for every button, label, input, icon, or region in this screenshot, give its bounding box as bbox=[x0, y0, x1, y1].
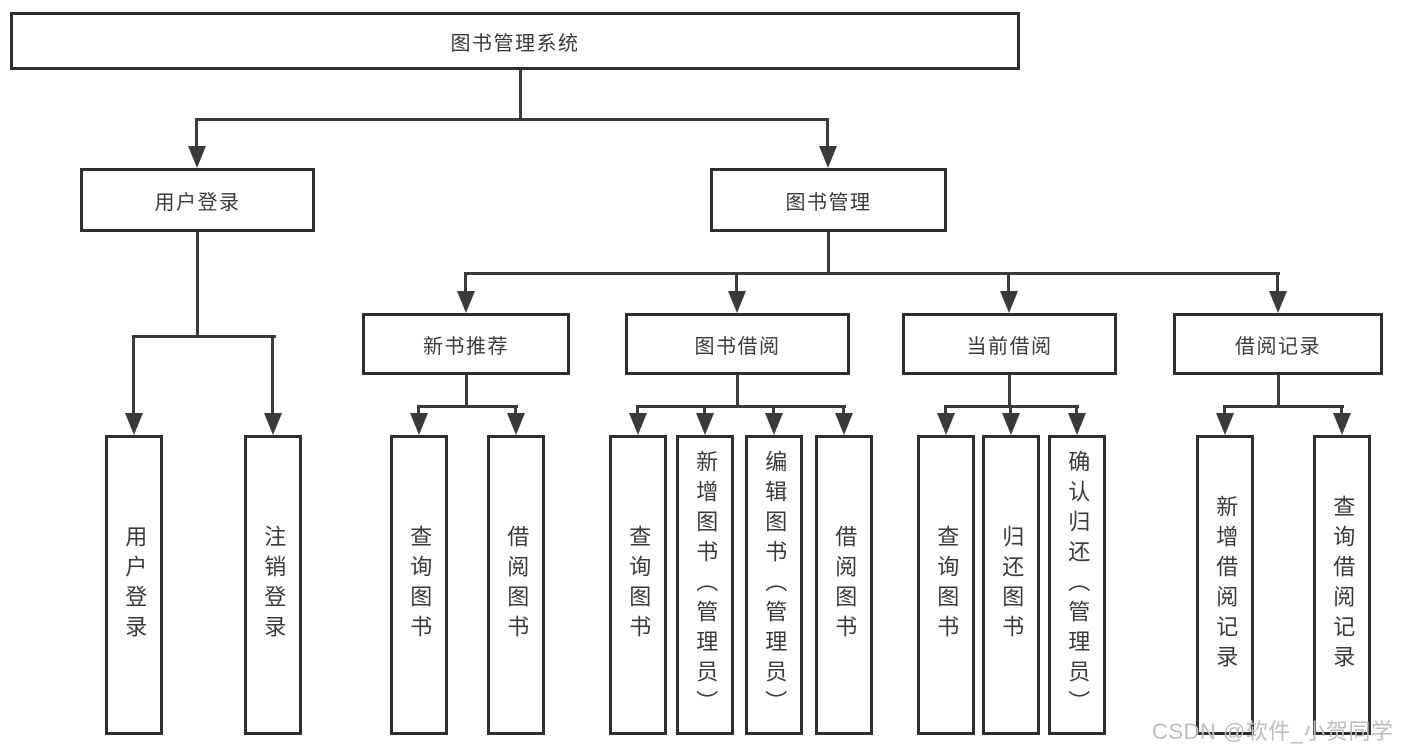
arrow-down-icon bbox=[728, 272, 746, 313]
leaf-label: 编辑图书（管理员） bbox=[762, 450, 788, 720]
leaf-label: 查询图书 bbox=[407, 525, 433, 645]
arrow-down-icon bbox=[937, 405, 955, 435]
arrow-down-icon bbox=[410, 405, 428, 435]
connector-bb-bus bbox=[638, 405, 846, 408]
connector-nbr-bus bbox=[419, 405, 518, 408]
arrow-down-icon bbox=[696, 405, 714, 435]
arrow-down-icon bbox=[1068, 405, 1086, 435]
leaf-label: 注销登录 bbox=[261, 525, 287, 645]
leaf-label: 查询图书 bbox=[626, 525, 652, 645]
connector-cb-bus bbox=[946, 405, 1079, 408]
leaf-label: 确认归还（管理员） bbox=[1065, 450, 1091, 720]
leaf-br-query-record: 查询借阅记录 bbox=[1313, 435, 1371, 735]
leaf-label: 查询图书 bbox=[934, 525, 960, 645]
leaf-label: 用户登录 bbox=[122, 525, 148, 645]
leaf-bb-query-books: 查询图书 bbox=[609, 435, 667, 735]
leaf-label: 新增图书（管理员） bbox=[693, 450, 719, 720]
connector-cb-drop bbox=[1008, 375, 1011, 408]
leaf-label: 归还图书 bbox=[999, 525, 1025, 645]
node-root: 图书管理系统 bbox=[10, 12, 1020, 70]
arrow-down-icon bbox=[765, 405, 783, 435]
connector-root-drop bbox=[519, 70, 522, 120]
csdn-watermark: CSDN @软件_小贺同学 bbox=[1152, 719, 1394, 744]
leaf-label: 借阅图书 bbox=[832, 525, 858, 645]
leaf-bb-edit-books-admin: 编辑图书（管理员） bbox=[745, 435, 803, 735]
connector-book-mgmt-drop bbox=[827, 232, 830, 275]
node-user-login: 用户登录 bbox=[80, 168, 315, 232]
leaf-label: 借阅图书 bbox=[504, 525, 530, 645]
connector-level2-bus bbox=[197, 118, 829, 121]
leaf-bb-borrow-books: 借阅图书 bbox=[815, 435, 873, 735]
arrow-down-icon bbox=[507, 405, 525, 435]
arrow-down-icon bbox=[1333, 405, 1351, 435]
arrow-down-icon bbox=[1000, 272, 1018, 313]
connector-nbr-drop bbox=[465, 375, 468, 408]
arrow-down-icon bbox=[1002, 405, 1020, 435]
leaf-cb-return-books: 归还图书 bbox=[982, 435, 1040, 735]
connector-bb-drop bbox=[736, 375, 739, 408]
leaf-nbr-query-books: 查询图书 bbox=[390, 435, 448, 735]
connector-user-login-drop bbox=[196, 232, 199, 338]
leaf-cb-confirm-return-admin: 确认归还（管理员） bbox=[1048, 435, 1106, 735]
node-book-management: 图书管理 bbox=[710, 168, 947, 232]
leaf-nbr-borrow-books: 借阅图书 bbox=[487, 435, 545, 735]
node-new-book-recommend: 新书推荐 bbox=[362, 313, 570, 375]
arrow-down-icon bbox=[629, 405, 647, 435]
arrow-down-icon bbox=[125, 335, 143, 435]
node-current-borrow: 当前借阅 bbox=[902, 313, 1117, 375]
leaf-user-login: 用户登录 bbox=[105, 435, 163, 735]
arrow-down-icon bbox=[1216, 405, 1234, 435]
arrow-down-icon bbox=[457, 272, 475, 313]
connector-br-bus bbox=[1225, 405, 1344, 408]
arrow-down-icon bbox=[819, 118, 837, 168]
arrow-down-icon bbox=[1269, 272, 1287, 313]
connector-user-login-bus bbox=[134, 335, 276, 338]
leaf-label: 查询借阅记录 bbox=[1330, 495, 1356, 675]
arrow-down-icon bbox=[264, 335, 282, 435]
connector-level3-bus bbox=[466, 272, 1280, 275]
node-book-borrow: 图书借阅 bbox=[625, 313, 850, 375]
leaf-label: 新增借阅记录 bbox=[1213, 495, 1239, 675]
leaf-cb-query-books: 查询图书 bbox=[917, 435, 975, 735]
leaf-bb-add-books-admin: 新增图书（管理员） bbox=[676, 435, 734, 735]
leaf-br-add-record: 新增借阅记录 bbox=[1196, 435, 1254, 735]
node-borrow-records: 借阅记录 bbox=[1173, 313, 1383, 375]
leaf-logout: 注销登录 bbox=[244, 435, 302, 735]
arrow-down-icon bbox=[835, 405, 853, 435]
connector-br-drop bbox=[1277, 375, 1280, 408]
arrow-down-icon bbox=[188, 118, 206, 168]
